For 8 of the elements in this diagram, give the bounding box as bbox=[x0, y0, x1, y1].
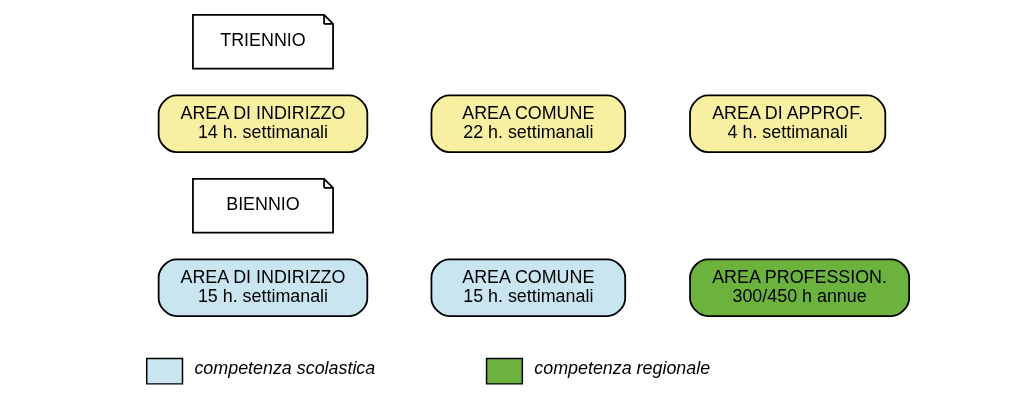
node-box: AREA PROFESSION. 300/450 h annue bbox=[688, 258, 910, 317]
node-box: AREA COMUNE 15 h. settimanali bbox=[430, 258, 626, 317]
legend-label: competenza regionale bbox=[533, 357, 710, 378]
node-box: AREA DI INDIRIZZO 14 h. settimanali bbox=[157, 94, 368, 153]
node-box: AREA DI APPROF. 4 h. settimanali bbox=[688, 94, 886, 153]
node-box: AREA DI INDIRIZZO 15 h. settimanali bbox=[157, 258, 368, 317]
legend-label: competenza scolastica bbox=[193, 357, 375, 378]
node-box: AREA COMUNE 22 h. settimanali bbox=[430, 94, 626, 153]
